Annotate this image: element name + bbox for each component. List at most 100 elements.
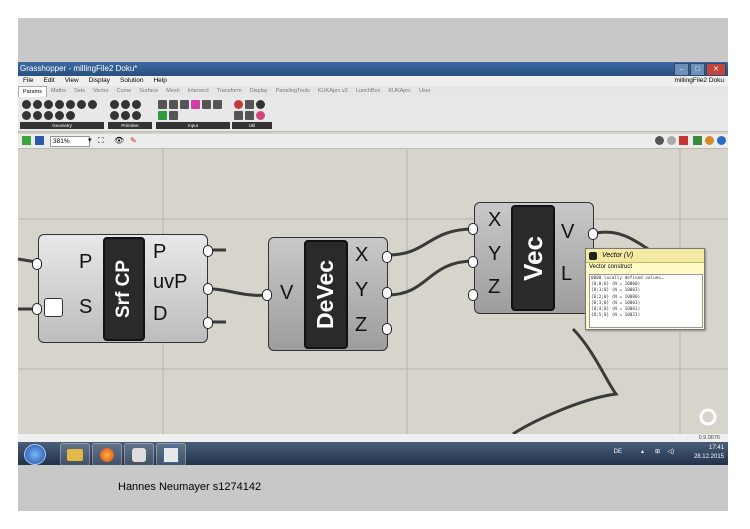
integer-param-icon[interactable] — [121, 100, 130, 109]
preview-wire-icon[interactable] — [679, 136, 688, 145]
cherry-icon[interactable] — [234, 100, 243, 109]
menu-view[interactable]: View — [64, 77, 79, 84]
tab-lunchbox[interactable]: LunchBox — [355, 88, 381, 94]
slider-input-icon[interactable] — [158, 100, 167, 109]
control-knob-icon[interactable] — [169, 111, 178, 120]
input-grip[interactable] — [468, 289, 478, 301]
tab-params[interactable]: Params — [18, 86, 47, 97]
text-param-icon[interactable] — [110, 111, 119, 120]
tab-display[interactable]: Display — [249, 88, 268, 94]
tab-panelingtools[interactable]: PanelingTools — [275, 88, 310, 94]
line-param-icon[interactable] — [66, 100, 75, 109]
clock-time[interactable]: 17:41 — [708, 445, 724, 451]
colour-swatch-icon[interactable] — [191, 100, 200, 109]
firefox-taskbar-icon[interactable] — [92, 443, 122, 465]
output-grip[interactable] — [382, 287, 392, 299]
brep-param-icon[interactable] — [33, 111, 42, 120]
output-grip[interactable] — [203, 245, 213, 257]
rhino-taskbar-icon[interactable] — [124, 443, 154, 465]
number-param-icon[interactable] — [110, 100, 119, 109]
preview-off-icon[interactable] — [667, 136, 676, 145]
menu-display[interactable]: Display — [88, 77, 110, 84]
tab-kukaprc[interactable]: KUKAprc — [388, 88, 411, 94]
input-grip[interactable] — [262, 289, 272, 301]
mesh-param-icon[interactable] — [44, 111, 53, 120]
data-dam-icon[interactable] — [256, 100, 265, 109]
output-grip[interactable] — [203, 317, 213, 329]
output-grip[interactable] — [588, 228, 598, 240]
system-tray: DE ▴ ⊞ ◁) 17:41 28.12.2015 — [614, 444, 724, 462]
domain-param-icon[interactable] — [132, 111, 141, 120]
document-preview-icon[interactable] — [717, 136, 726, 145]
tab-transform[interactable]: Transform — [216, 88, 242, 94]
field-param-icon[interactable] — [66, 111, 75, 120]
input-grip[interactable] — [468, 256, 478, 268]
maximize-button[interactable]: □ — [690, 63, 705, 76]
panel-input-icon[interactable] — [169, 100, 178, 109]
author-caption: Hannes Neumayer s1274142 — [118, 481, 262, 493]
sketch-pen-icon[interactable]: ✎ — [130, 136, 137, 145]
vector-param-icon[interactable] — [33, 100, 42, 109]
surface-param-icon[interactable] — [22, 111, 31, 120]
start-button[interactable] — [24, 444, 46, 465]
tab-sets[interactable]: Sets — [73, 88, 85, 94]
tray-arrow-icon[interactable]: ▴ — [640, 449, 644, 455]
tab-kukaprc-v2[interactable]: KUKAprc v2 — [317, 88, 348, 94]
solver-icon[interactable] — [655, 136, 664, 145]
language-indicator[interactable]: DE — [613, 449, 622, 455]
preview-eye-icon[interactable]: 👁 — [114, 136, 125, 145]
plane-param-icon[interactable] — [77, 100, 86, 109]
component-vec[interactable]: X Y Z Vec V L — [474, 202, 594, 314]
zoom-extents-icon[interactable]: ⛶ — [98, 136, 104, 145]
volume-icon[interactable]: ◁) — [667, 449, 674, 455]
tab-vector[interactable]: Vector — [92, 88, 109, 94]
point-param-icon[interactable] — [22, 100, 31, 109]
tab-user[interactable]: User — [418, 88, 431, 94]
toggle-input-icon[interactable] — [180, 100, 189, 109]
close-button[interactable]: ✕ — [706, 63, 726, 76]
colour-param-icon[interactable] — [121, 111, 130, 120]
vector-param-icon — [589, 252, 597, 260]
open-file-icon[interactable] — [22, 136, 31, 145]
preview-shaded-icon[interactable] — [693, 136, 702, 145]
tab-surface[interactable]: Surface — [139, 88, 159, 94]
box-param-icon[interactable] — [55, 111, 64, 120]
menu-file[interactable]: File — [23, 77, 34, 84]
input-grip[interactable] — [468, 223, 478, 235]
menu-solution[interactable]: Solution — [119, 77, 144, 84]
button-input-icon[interactable] — [202, 100, 211, 109]
relay-icon[interactable] — [234, 111, 243, 120]
save-file-icon[interactable] — [35, 136, 44, 145]
output-grip[interactable] — [203, 283, 213, 295]
menu-edit[interactable]: Edit — [43, 77, 55, 84]
clock-date[interactable]: 28.12.2015 — [693, 454, 724, 460]
zoom-level-field[interactable]: 381% — [50, 136, 90, 147]
zoom-dropdown-icon[interactable]: ▾ — [88, 137, 92, 144]
curve-param-icon[interactable] — [88, 100, 97, 109]
menu-help[interactable]: Help — [153, 77, 167, 84]
arrow-right-icon[interactable] — [245, 100, 254, 109]
input-grip[interactable] — [32, 258, 42, 270]
explorer-taskbar-icon[interactable] — [60, 443, 90, 465]
component-devec[interactable]: V DeVec X Y Z — [268, 237, 388, 351]
grasshopper-taskbar-icon[interactable] — [156, 443, 186, 465]
value-list-icon[interactable] — [213, 100, 222, 109]
tab-maths[interactable]: Maths — [50, 88, 66, 94]
circle-param-icon[interactable] — [44, 100, 53, 109]
graph-mapper-icon[interactable] — [158, 111, 167, 120]
arc-param-icon[interactable] — [55, 100, 64, 109]
boolean-param-icon[interactable] — [132, 100, 141, 109]
component-srf-cp[interactable]: P S Srf CP P uvP D — [38, 234, 208, 343]
tooltip-line: 0000 locally defined values… — [591, 276, 664, 281]
input-grip[interactable] — [32, 303, 42, 315]
tab-intersect[interactable]: Intersect — [187, 88, 209, 94]
preview-selected-icon[interactable] — [705, 136, 714, 145]
output-grip[interactable] — [382, 323, 392, 335]
output-grip[interactable] — [382, 251, 392, 263]
arrow-outline-icon[interactable] — [245, 111, 254, 120]
tab-curve[interactable]: Curve — [116, 88, 132, 94]
network-icon[interactable]: ⊞ — [654, 449, 660, 455]
drop-icon[interactable] — [256, 111, 265, 120]
tab-mesh[interactable]: Mesh — [166, 88, 180, 94]
minimize-button[interactable]: – — [674, 63, 689, 76]
